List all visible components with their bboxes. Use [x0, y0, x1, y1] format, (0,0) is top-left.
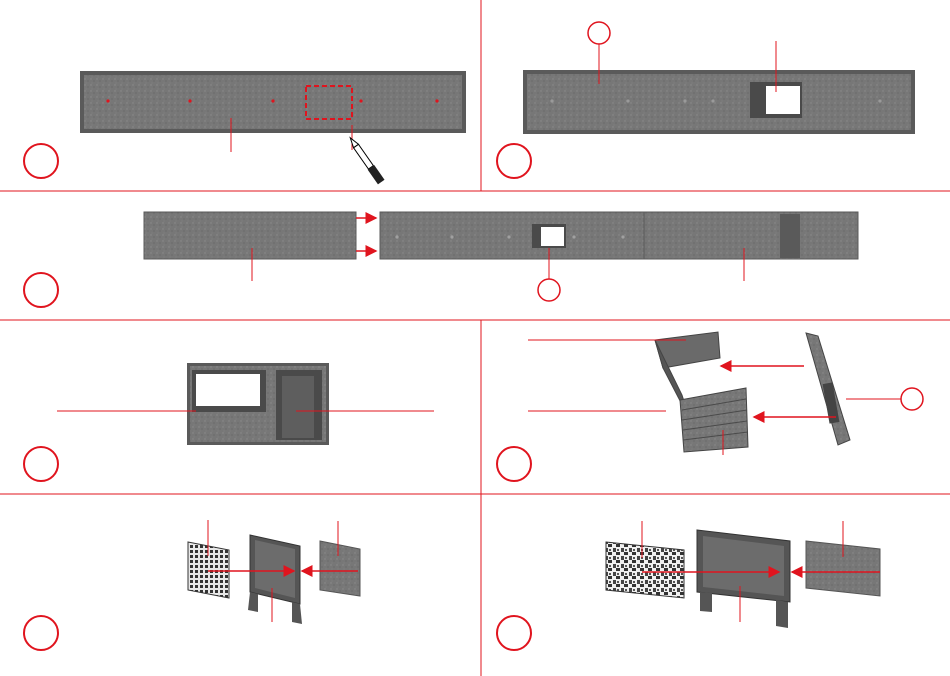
step-2-marker — [497, 144, 531, 178]
part-callout-circle — [538, 279, 560, 301]
step-4-panel — [24, 363, 434, 481]
long-wall-face — [527, 74, 911, 130]
center-window-opening — [541, 227, 564, 246]
cabin-body-front-wall — [680, 388, 748, 452]
door-panel — [282, 376, 314, 438]
wall-segment-right — [644, 212, 858, 259]
poster-print — [606, 542, 684, 598]
step-6-panel — [24, 520, 360, 650]
billboard-face — [703, 536, 784, 596]
step-7-marker — [497, 616, 531, 650]
hobby-knife-icon — [347, 136, 385, 185]
step-2-panel — [497, 22, 915, 178]
step-3-panel — [24, 212, 858, 307]
billboard-leg-right — [292, 602, 302, 624]
window-opening — [766, 86, 800, 114]
billboard-leg-right — [776, 600, 788, 628]
wall-segment-left — [144, 212, 356, 259]
step-4-marker — [24, 447, 58, 481]
step-7-panel — [497, 521, 880, 650]
step-1-marker — [24, 144, 58, 178]
part-callout-circle — [588, 22, 610, 44]
step-1-panel — [24, 71, 466, 184]
wall-segment-center — [380, 212, 644, 259]
step-5-marker — [497, 447, 531, 481]
window-opening — [196, 374, 260, 406]
backing-panel — [320, 541, 360, 596]
billboard-face — [255, 540, 295, 598]
billboard-leg-left — [248, 592, 258, 612]
step-5-panel — [497, 332, 923, 481]
billboard-leg-left — [700, 592, 712, 612]
part-callout-circle — [901, 388, 923, 410]
right-door-frame — [780, 214, 800, 258]
step-3-marker — [24, 273, 58, 307]
step-6-marker — [24, 616, 58, 650]
